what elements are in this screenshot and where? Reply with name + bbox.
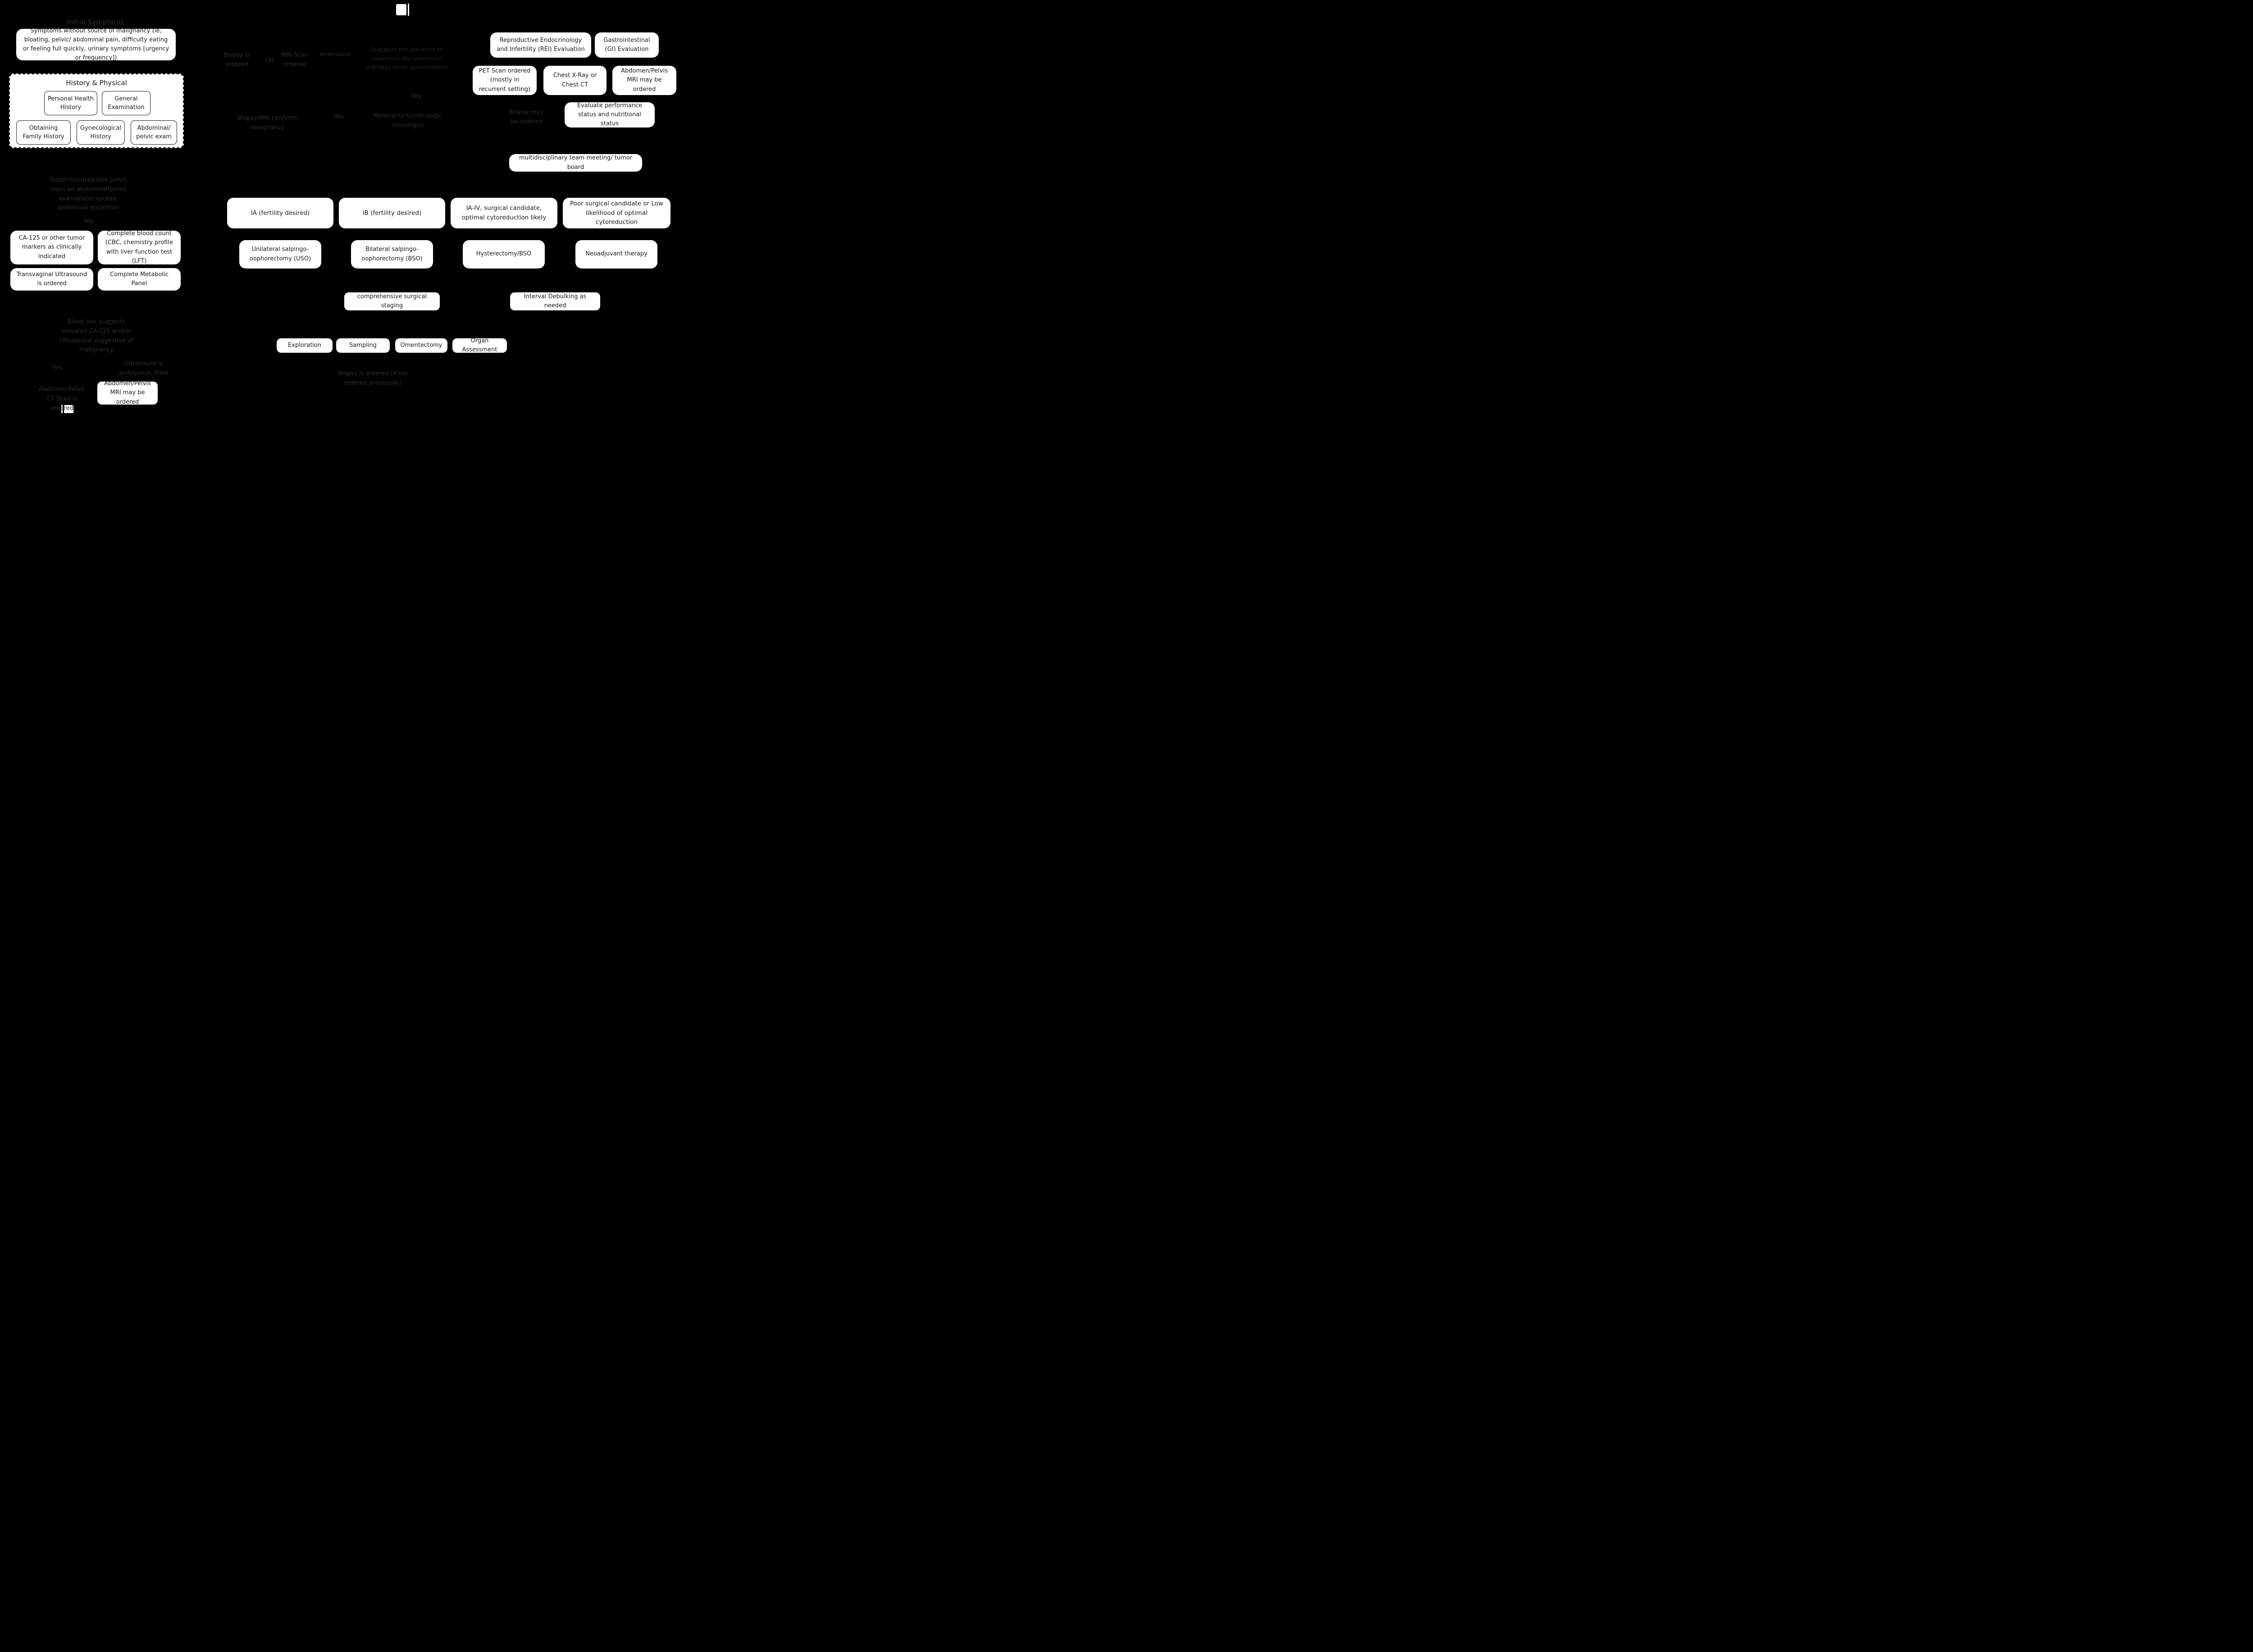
node-cbc-panel[interactable]: Complete blood count (CBC, chemistry pro… xyxy=(98,230,181,264)
node-ca125-markers[interactable]: CA-125 or other tumor markers as clinica… xyxy=(10,231,93,264)
label-yes-4: Yes xyxy=(334,113,344,120)
node-omentectomy[interactable]: Omentectomy xyxy=(395,338,447,353)
node-complete-metabolic-panel[interactable]: Complete Metabolic Panel xyxy=(98,268,181,291)
node-tumor-board[interactable]: multidisciplinary team meeting/ tumor bo… xyxy=(509,154,642,172)
history-physical-title: History & Physical xyxy=(66,79,127,87)
node-personal-health-history[interactable]: Personal Health History xyxy=(44,91,97,115)
label-abdomen-pelvis-ct: Abdomen/Pelvis CT Scan is ordered xyxy=(38,386,86,412)
label-referral-gyn-oncologist: Referral to Gynecologic Oncologist xyxy=(374,113,442,129)
label-or: OR xyxy=(265,58,274,64)
label-inconclusive: Inconclusive xyxy=(320,51,351,57)
node-general-examination[interactable]: General Examination xyxy=(102,91,151,115)
label-suggests-masses: Suggests the presence of masses in the o… xyxy=(365,46,448,71)
label-yes-3: Yes xyxy=(411,93,421,100)
label-initial-symptoms: Initial Symptoms xyxy=(67,18,124,26)
label-yes-1: Yes xyxy=(83,218,94,225)
node-gynecological-history[interactable]: Gynecological History xyxy=(77,120,125,145)
node-stage-ia-fertility[interactable]: IA (fertility desired) xyxy=(227,198,333,228)
label-blood-test-suggests: Blood test suggests elevated CA-125 and/… xyxy=(59,319,133,354)
history-physical-group[interactable]: History & Physical Personal Health Histo… xyxy=(9,73,184,148)
node-bso[interactable]: Bilateral salpingo-oophorectomy (BSO) xyxy=(351,240,433,269)
label-yes-2: Yes xyxy=(52,364,62,371)
node-neoadjuvant-therapy[interactable]: Neoadjuvant therapy xyxy=(575,240,657,269)
node-comprehensive-surgical-staging[interactable]: comprehensive surgical staging xyxy=(344,292,440,310)
label-biopsy-if-not-ordered: Biopsy is ordered (if not ordered previo… xyxy=(337,370,408,387)
node-initial-symptoms[interactable]: Symptoms without source of malignancy (i… xyxy=(16,27,176,61)
label-biopsy-is-ordered: Biopsy is ordered xyxy=(223,52,250,68)
node-rei-evaluation[interactable]: Reproductive Endocrinology and Infertili… xyxy=(490,32,591,58)
label-biopsy-may-be-ordered: Biopsy may be ordered xyxy=(509,109,543,125)
label-biopsy-mri-confirms: Biopsy/MRI confirms malignancy xyxy=(237,115,297,131)
node-stage-ib-fertility[interactable]: IB (fertility desired) xyxy=(339,198,445,228)
node-organ-assessment[interactable]: Organ Assessment xyxy=(452,337,507,353)
node-sampling[interactable]: Sampling xyxy=(336,338,390,353)
label-suspicious-pelvic-mass: Suspicious/palpable pelvic mass on abdom… xyxy=(50,177,127,212)
node-uso[interactable]: Unilateral salpingo-oophorectomy (USO) xyxy=(239,240,321,269)
node-transvaginal-ultrasound[interactable]: Transvaginal Ultrasound is ordered xyxy=(10,268,93,291)
node-pet-scan[interactable]: PET Scan ordered (mostly in recurrent se… xyxy=(473,66,537,95)
node-exploration[interactable]: Exploration xyxy=(277,338,333,353)
flowchart-canvas: Initial Symptoms Symptoms without source… xyxy=(0,0,677,413)
node-abdomen-pelvis-mri-right[interactable]: Abdomen/Pelvis MRI may be ordered xyxy=(612,66,676,95)
cropped-logo-bottom-icon xyxy=(61,405,75,413)
node-poor-surgical-candidate[interactable]: Poor surgical candidate or Low likelihoo… xyxy=(563,198,670,228)
node-hysterectomy-bso[interactable]: Hysterectomy/BSO xyxy=(463,240,545,269)
node-gi-evaluation[interactable]: Gastrointestinal (GI) Evaluation xyxy=(595,32,659,58)
node-stage-ia-iv-surgical-candidate[interactable]: IA-IV, surgical candidate, optimal cytor… xyxy=(451,198,557,228)
node-obtaining-family-history[interactable]: Obtaining Family History xyxy=(16,120,71,145)
node-interval-debulking[interactable]: Interval Debulking as needed xyxy=(510,292,600,310)
node-chest-xray-ct[interactable]: Chest X-Ray or Chest CT xyxy=(543,66,607,95)
cropped-logo-top-icon xyxy=(396,4,410,16)
label-mri-scan-ordered: MRI Scan ordered xyxy=(281,52,308,68)
node-abdomen-pelvis-mri-left[interactable]: Abdomen/Pelvis MRI may be ordered xyxy=(97,380,158,405)
node-abdominal-pelvic-exam[interactable]: Abdominal/ pelvic exam xyxy=(131,120,177,145)
node-evaluate-performance-status[interactable]: Evaluate performance status and nutritio… xyxy=(565,102,655,127)
